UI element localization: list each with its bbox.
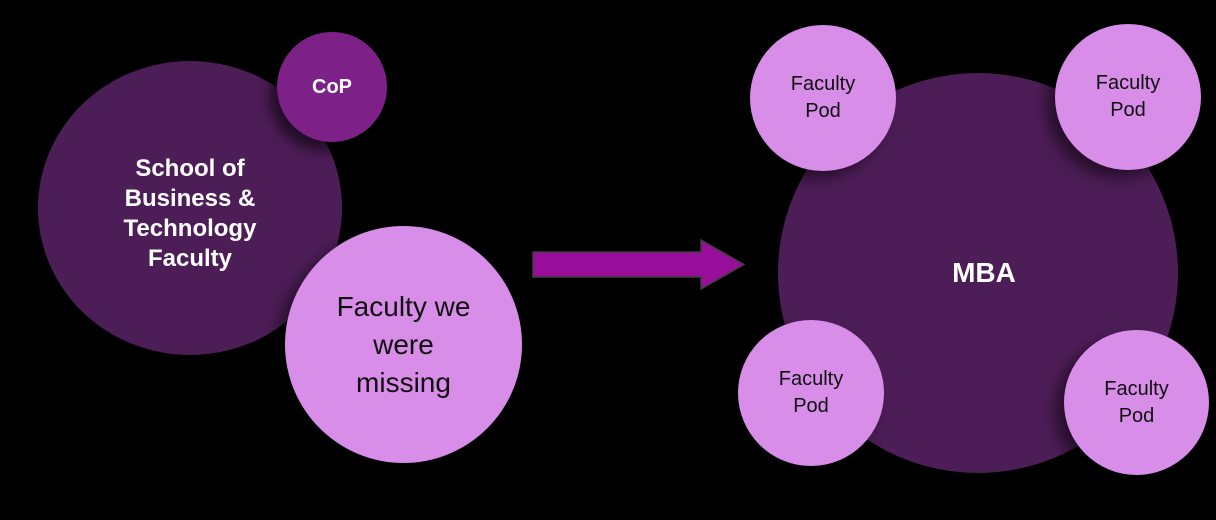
pod-label-line-2: Pod [1110,99,1146,121]
faculty-pod-circle-bottom-right: Faculty Pod [1064,330,1209,475]
faculty-pod-circle-top-right: Faculty Pod [1055,24,1201,170]
faculty-pod-circle-bottom-left: Faculty Pod [738,320,884,466]
faculty-pod-circle-top-left: Faculty Pod [750,25,896,171]
missing-label-line-3: missing [356,366,451,398]
cop-label: CoP [312,75,352,98]
school-label-line-1: School of [135,155,245,182]
faculty-pod-label: Faculty Pod [1096,70,1160,124]
faculty-pod-label: Faculty Pod [1104,376,1168,430]
school-label-line-4: Faculty [147,245,232,272]
right-arrow-polygon [532,238,746,291]
pod-label-line-1: Faculty [1104,377,1169,400]
missing-label-line-2: were [373,328,434,360]
faculty-missing-label: Faculty we were missing [337,288,471,402]
pod-label-line-2: Pod [805,100,841,122]
school-label-line-3: Technology [123,215,257,242]
faculty-pod-label: Faculty Pod [791,71,855,125]
missing-label-line-1: Faculty we [336,290,471,322]
pod-label-line-2: Pod [1118,404,1155,427]
pod-label-line-2: Pod [793,395,829,417]
right-arrow-shape [532,238,746,291]
faculty-pod-label: Faculty Pod [779,366,843,420]
school-label-line-2: Business & [124,185,256,212]
pod-label-line-1: Faculty [790,73,856,95]
pod-label-line-1: Faculty [778,368,844,390]
pod-label-line-1: Faculty [1095,72,1161,94]
cop-circle: CoP [277,32,387,142]
faculty-missing-circle: Faculty we were missing [285,226,522,463]
school-of-business-label: School of Business & Technology Faculty [124,142,257,274]
mba-label: MBA [952,257,1016,288]
